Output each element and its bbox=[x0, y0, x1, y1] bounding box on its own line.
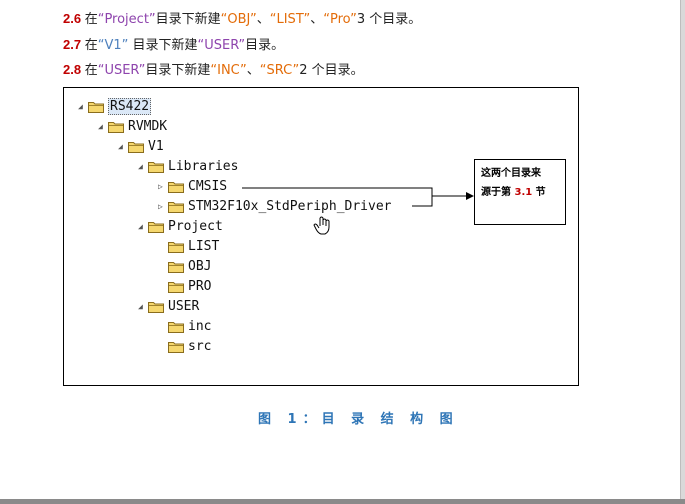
step-text: 2 个目录。 bbox=[299, 63, 364, 78]
tree-item-rs422[interactable]: ◢ RS422 bbox=[78, 98, 152, 116]
arrow-head bbox=[466, 192, 474, 200]
step-number: 2.8 bbox=[63, 62, 85, 77]
step-text: 目录。 bbox=[245, 38, 285, 53]
folder-icon bbox=[168, 201, 184, 213]
folder-icon bbox=[108, 121, 124, 133]
tree-item-obj[interactable]: OBJ bbox=[158, 258, 211, 276]
note-line-2-suffix: 节 bbox=[532, 187, 546, 198]
step-text: “OBJ” bbox=[220, 12, 257, 27]
tree-item-label: Project bbox=[168, 219, 223, 234]
note-section-ref: 3.1 bbox=[514, 187, 533, 198]
folder-icon bbox=[168, 281, 184, 293]
step-number: 2.7 bbox=[63, 37, 85, 52]
step-text: 在 bbox=[84, 12, 98, 27]
step-2-6: 2.6 在“Project”目录下新建“OBJ”、“LIST”、“Pro”3 个… bbox=[63, 8, 421, 27]
tree-item-src[interactable]: src bbox=[158, 338, 211, 356]
tree-item-label: RS422 bbox=[108, 98, 152, 115]
folder-icon bbox=[148, 301, 164, 313]
figure-caption: 图 1：目 录 结 构 图 bbox=[258, 412, 459, 427]
folder-icon bbox=[148, 161, 164, 173]
expand-arrow-icon[interactable]: ◢ bbox=[118, 142, 123, 151]
folder-icon bbox=[168, 261, 184, 273]
step-2-8: 2.8 在“USER”目录下新建“INC”、“SRC”2 个目录。 bbox=[63, 59, 364, 78]
step-2-7: 2.7 在“V1” 目录下新建“USER”目录。 bbox=[63, 34, 284, 53]
tree-item-label: inc bbox=[188, 319, 212, 334]
folder-icon bbox=[168, 341, 184, 353]
step-text: 目录下新建 bbox=[155, 12, 221, 27]
tree-item-inc[interactable]: inc bbox=[158, 318, 211, 336]
tree-item-label: RVMDK bbox=[128, 119, 168, 134]
note-line-2-prefix: 源于第 bbox=[481, 187, 515, 198]
expand-arrow-icon[interactable]: ◢ bbox=[138, 222, 143, 231]
tree-item-label: CMSIS bbox=[188, 179, 228, 194]
expand-arrow-icon[interactable]: ◢ bbox=[138, 302, 143, 311]
tree-item-list[interactable]: LIST bbox=[158, 238, 219, 256]
tree-item-label: OBJ bbox=[188, 259, 212, 274]
tree-item-label: V1 bbox=[148, 139, 164, 154]
tree-item-v1[interactable]: ◢ V1 bbox=[118, 138, 164, 156]
step-text: “USER” bbox=[97, 63, 146, 78]
collapse-arrow-icon[interactable]: ▷ bbox=[158, 202, 163, 211]
collapse-arrow-icon[interactable]: ▷ bbox=[158, 182, 163, 191]
folder-icon bbox=[168, 321, 184, 333]
step-text: 、 bbox=[310, 12, 324, 27]
note-line-1: 这两个目录来 bbox=[481, 168, 541, 179]
tree-item-pro[interactable]: PRO bbox=[158, 278, 211, 296]
step-number: 2.6 bbox=[63, 11, 85, 26]
expand-arrow-icon[interactable]: ◢ bbox=[138, 162, 143, 171]
step-text: 目录下新建 bbox=[128, 38, 198, 53]
step-text: “SRC” bbox=[259, 63, 300, 78]
step-text: “INC” bbox=[210, 63, 247, 78]
folder-icon bbox=[148, 221, 164, 233]
tree-item-user[interactable]: ◢ USER bbox=[138, 298, 199, 316]
tree-item-label: PRO bbox=[188, 279, 212, 294]
step-text: 3 个目录。 bbox=[356, 12, 422, 27]
tree-item-label: USER bbox=[168, 299, 200, 314]
connector-line bbox=[242, 187, 433, 207]
tree-item-project[interactable]: ◢ Project bbox=[138, 218, 223, 236]
hand-cursor-icon bbox=[313, 216, 330, 235]
tree-item-stm32f10x_stdperiph_driver[interactable]: ▷ STM32F10x_StdPeriph_Driver bbox=[158, 198, 392, 216]
page-bottom-edge bbox=[0, 499, 685, 504]
step-text: “Project” bbox=[97, 12, 156, 27]
tree-item-cmsis[interactable]: ▷ CMSIS bbox=[158, 178, 227, 196]
expand-arrow-icon[interactable]: ◢ bbox=[78, 102, 83, 111]
folder-icon bbox=[168, 241, 184, 253]
step-text: 在 bbox=[84, 63, 98, 78]
tree-item-label: Libraries bbox=[168, 159, 239, 174]
folder-icon bbox=[88, 101, 104, 113]
step-text: “V1” bbox=[97, 38, 129, 53]
step-text: “USER” bbox=[197, 38, 246, 53]
note-line-2: 源于第 3.1 节 bbox=[481, 183, 559, 202]
tree-item-label: LIST bbox=[188, 239, 220, 254]
step-text: “LIST” bbox=[269, 12, 311, 27]
folder-icon bbox=[168, 181, 184, 193]
tree-item-libraries[interactable]: ◢ Libraries bbox=[138, 158, 238, 176]
page-scroll-edge bbox=[680, 0, 685, 504]
expand-arrow-icon[interactable]: ◢ bbox=[98, 122, 103, 131]
tree-item-label: src bbox=[188, 339, 212, 354]
tree-item-label: STM32F10x_StdPeriph_Driver bbox=[188, 199, 392, 214]
step-text: 、 bbox=[256, 12, 270, 27]
step-text: “Pro” bbox=[323, 12, 357, 27]
step-text: 在 bbox=[84, 38, 98, 53]
folder-icon bbox=[128, 141, 144, 153]
step-text: 目录下新建 bbox=[145, 63, 211, 78]
directory-tree-figure bbox=[63, 87, 579, 386]
tree-item-rvmdk[interactable]: ◢ RVMDK bbox=[98, 118, 167, 136]
step-text: 、 bbox=[246, 63, 260, 78]
note-box: 这两个目录来 源于第 3.1 节 bbox=[474, 159, 566, 225]
